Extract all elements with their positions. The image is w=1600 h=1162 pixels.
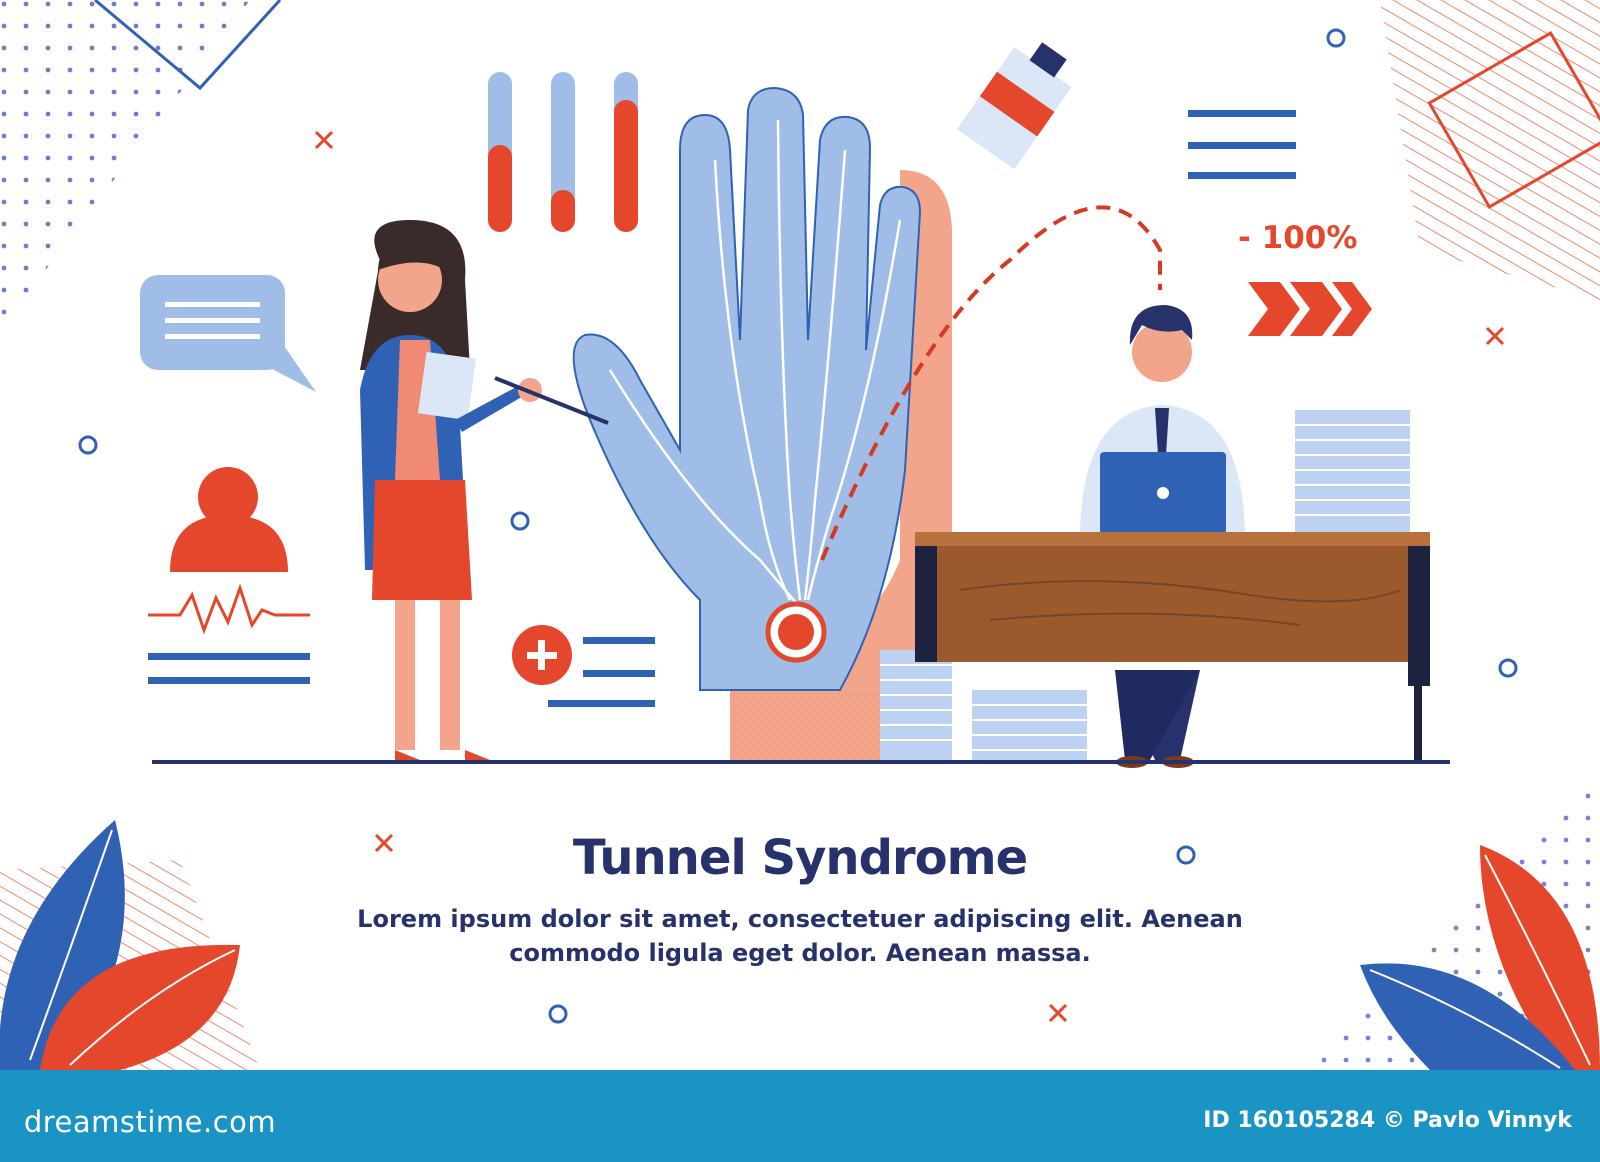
leaf-icon: [1360, 845, 1600, 1070]
woman-presenter: [360, 220, 609, 762]
dot-pattern-top-left: [0, 0, 250, 330]
banner-stage: - 100% Tunnel Syndrome Lorem ipsum dolor…: [0, 0, 1600, 1070]
plus-icon: [512, 625, 655, 707]
footer-logo[interactable]: dreamstime.com: [23, 1105, 277, 1139]
discount-label: - 100%: [1238, 220, 1358, 256]
stripe-pattern-top-right: [1380, 0, 1600, 300]
page-title: Tunnel Syndrome: [572, 830, 1028, 886]
chevron-outline: [94, 0, 282, 91]
text-lines-top-right: [1188, 110, 1296, 179]
bar-gauges: [488, 72, 638, 232]
laptop-icon: [1100, 452, 1226, 534]
decor-circles: [78, 28, 1518, 1024]
floor-line: [152, 760, 1450, 764]
person-icon: [170, 467, 288, 572]
leaf-icon: [0, 820, 240, 1070]
body-text: Lorem ipsum dolor sit amet, consectetuer…: [357, 905, 1243, 967]
chevrons-right-icon: [1248, 282, 1372, 336]
decor-crosses: [314, 130, 1505, 1023]
footer-credit: ID 160105284 © Pavlo Vinnyk: [1203, 1108, 1572, 1133]
chat-bubble-icon: [140, 275, 316, 392]
cream-tube-icon: [956, 42, 1072, 170]
dashed-arrow: [820, 205, 1162, 561]
paper-stacks: [880, 410, 1410, 762]
heartbeat-icon: [148, 583, 310, 635]
footer-bar: [0, 1070, 1600, 1162]
illustration: [0, 0, 1600, 1070]
text-lines-left: [148, 653, 310, 684]
hand-illustration: [572, 86, 952, 760]
desk: [915, 532, 1430, 762]
